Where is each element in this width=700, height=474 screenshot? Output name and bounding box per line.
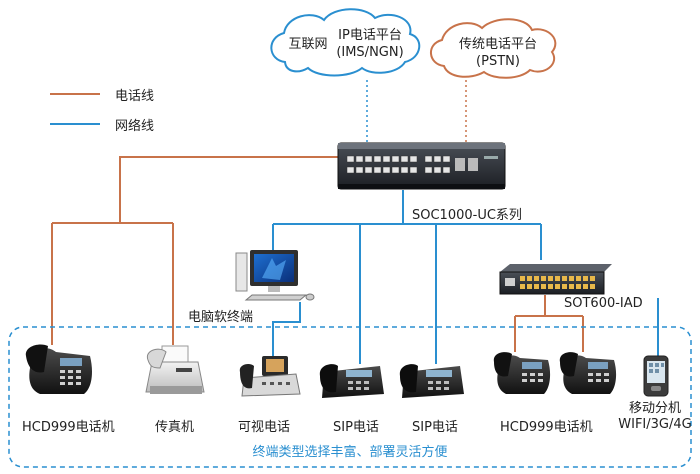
terminal-label-fax: 传真机 xyxy=(155,420,195,435)
mobile-label-line2: WIFI/3G/4G xyxy=(618,417,692,432)
pstn-platform-cloud xyxy=(430,18,557,79)
ip-platform-title: IP电话平台 xyxy=(338,28,402,43)
sot600-iad-icon xyxy=(499,264,612,295)
pstn-platform-label: 传统电话平台 (PSTN) xyxy=(442,36,554,70)
ip-platform-cloud xyxy=(270,8,421,77)
pc-softphone-label: 电脑软终端 xyxy=(188,310,254,325)
hcd999-phone-right-b-icon xyxy=(559,352,617,394)
internet-label: 互联网 xyxy=(288,37,328,52)
terminal-label-sip-2: SIP电话 xyxy=(412,420,458,435)
pstn-platform-title: 传统电话平台 xyxy=(458,37,537,52)
terminal-label-hcd999-right: HCD999电话机 xyxy=(500,420,593,435)
sip-phone-2-icon xyxy=(399,364,464,398)
hcd999-phone-left-icon xyxy=(25,344,92,394)
hcd999-phone-right-a-icon xyxy=(493,352,551,394)
iad-model-label: SOT600-IAD xyxy=(564,296,643,311)
sip-phone-1-icon xyxy=(319,364,384,398)
terminal-label-mobile: 移动分机 WIFI/3G/4G xyxy=(614,401,696,433)
fax-machine-icon xyxy=(145,345,205,394)
video-phone-icon xyxy=(239,356,301,397)
mobile-label-line1: 移动分机 xyxy=(628,401,681,416)
legend-network-label: 网络线 xyxy=(115,119,155,134)
phone-line-wires xyxy=(51,156,584,352)
terminal-label-hcd999-left: HCD999电话机 xyxy=(22,420,115,435)
switch-model-label: SOC1000-UC系列 xyxy=(412,208,522,223)
soc1000-switch-icon xyxy=(337,142,506,190)
legend-phone-label: 电话线 xyxy=(115,89,155,104)
network-line-wires xyxy=(272,190,659,364)
ip-platform-subtitle: (IMS/NGN) xyxy=(336,45,404,60)
pstn-platform-subtitle: (PSTN) xyxy=(476,54,520,69)
terminal-group-frame xyxy=(8,326,692,468)
terminal-label-video-phone: 可视电话 xyxy=(238,420,291,435)
mobile-extension-icon xyxy=(643,355,669,397)
terminal-caption: 终端类型选择丰富、部署灵活方便 xyxy=(252,445,448,460)
terminal-label-sip-1: SIP电话 xyxy=(333,420,379,435)
ip-platform-label: IP电话平台 (IMS/NGN) xyxy=(330,27,410,61)
pc-softphone-icon xyxy=(235,250,315,301)
